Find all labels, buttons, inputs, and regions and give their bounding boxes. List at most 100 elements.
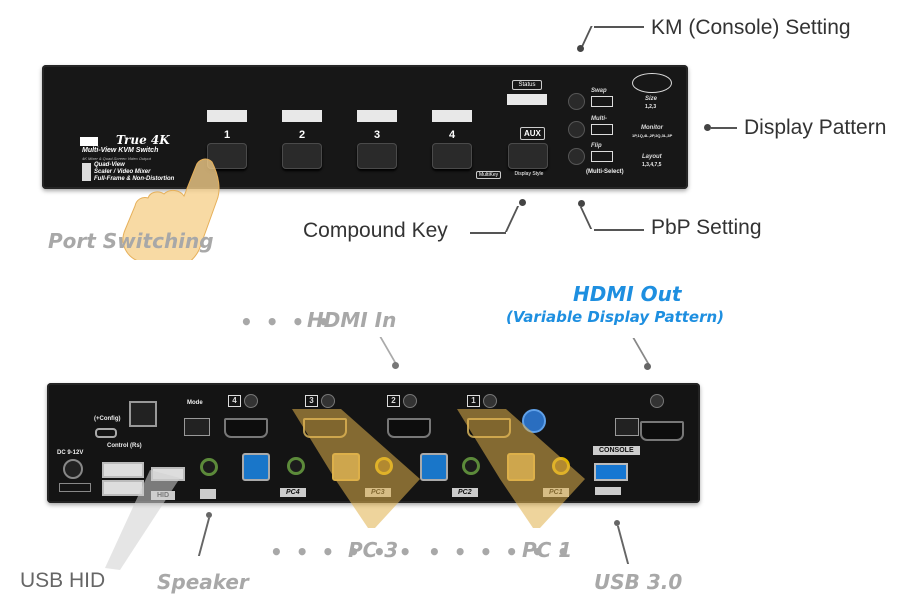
ground-screw-3 xyxy=(321,394,335,408)
pc3-label: PC3 xyxy=(365,488,391,497)
layout-label: Layout xyxy=(642,154,662,160)
pc2-hdmi-in-port[interactable] xyxy=(387,418,431,438)
callout-pc1: PC 1 xyxy=(522,538,573,562)
feature-icon xyxy=(82,163,91,181)
mode-label: Mode xyxy=(187,400,203,406)
callout-usb30: USB 3.0 xyxy=(594,570,683,594)
pc1-audio-jack[interactable] xyxy=(552,457,570,475)
swap-icon xyxy=(591,96,613,107)
pc1-hdmi-in-port[interactable] xyxy=(467,418,511,438)
port-badge-3: 3 xyxy=(305,395,318,407)
monitor-values: 1P,1Q,4L,2P,2Q,3L,3P xyxy=(632,133,673,138)
rotary-selector[interactable] xyxy=(522,409,546,433)
callout-usb-hid: USB HID xyxy=(20,569,106,592)
pc3-audio-jack[interactable] xyxy=(375,457,393,475)
swap-button[interactable] xyxy=(568,93,585,110)
usb-hid-port-bottom[interactable] xyxy=(102,480,144,496)
rs-port[interactable] xyxy=(129,401,157,427)
pbp-diag xyxy=(579,207,592,229)
aux-label: AUX xyxy=(520,127,545,140)
kvm-rear-panel: DC 9-12V (+Config) Control (Rs) HID Mode… xyxy=(47,383,700,503)
multi-select-label: (Multi-Select) xyxy=(586,169,624,175)
ground-screw-4 xyxy=(244,394,258,408)
swap-label: Swap xyxy=(591,88,607,94)
pc3-usb-b-port[interactable] xyxy=(332,453,360,481)
size-label: Size xyxy=(645,96,658,102)
dc-power-jack[interactable] xyxy=(63,459,83,479)
mode-dip-switch[interactable] xyxy=(184,418,210,436)
model-name: Multi-View KVM Switch xyxy=(82,147,159,154)
hdmi-out-line xyxy=(632,338,650,364)
pc3-hdmi-in-port[interactable] xyxy=(303,418,347,438)
usb30-port[interactable] xyxy=(594,463,628,481)
config-label: (+Config) xyxy=(94,416,121,422)
pc2-usb-b-port[interactable] xyxy=(420,453,448,481)
dc-label: DC 9-12V xyxy=(57,450,84,456)
flip-label: Flip xyxy=(591,143,602,149)
hdmi-out-port[interactable] xyxy=(640,421,684,441)
layout-values: 1,3,4,7,5 xyxy=(642,162,662,168)
console-label: CONSOLE xyxy=(593,446,640,455)
port-badge-2: 2 xyxy=(387,395,400,407)
pc4-label: PC4 xyxy=(280,488,306,497)
pc4-hdmi-in-port[interactable] xyxy=(224,418,268,438)
speaker-jack[interactable] xyxy=(200,458,218,476)
console-dip-switch[interactable] xyxy=(615,418,639,436)
size-values: 1,2,3 xyxy=(645,104,657,110)
port-2-button[interactable] xyxy=(282,143,322,169)
speaker-line xyxy=(197,518,210,556)
speaker-icon xyxy=(200,489,216,499)
feature-quad-view: Quad-View xyxy=(94,162,125,168)
callout-compound-key: Compound Key xyxy=(303,219,448,242)
port-4-button[interactable] xyxy=(432,143,472,169)
pc1-label: PC1 xyxy=(543,488,569,497)
port-badge-4: 4 xyxy=(228,395,241,407)
callout-hdmi-out: HDMI Out xyxy=(573,282,682,306)
callout-pbp-setting: PbP Setting xyxy=(651,216,762,239)
hdmi-in-dots: • • • • xyxy=(240,310,334,334)
display-style-label: Display Style xyxy=(514,171,544,177)
port-3-number: 3 xyxy=(374,129,381,141)
pc1-usb-b-port[interactable] xyxy=(507,453,535,481)
hid-label: HID xyxy=(151,491,176,500)
port-3-button[interactable] xyxy=(357,143,397,169)
multi-button[interactable] xyxy=(568,121,585,138)
feature-full-frame: Full-Frame & Non-Distortion xyxy=(94,176,175,182)
multikey-label: MultiKey xyxy=(476,171,502,179)
multi-label: Multi- xyxy=(591,116,607,122)
display-pattern-dot xyxy=(704,124,711,131)
console-ground-screw xyxy=(650,394,664,408)
usb-port-right[interactable] xyxy=(151,467,185,481)
usb-hid-port-top[interactable] xyxy=(102,462,144,478)
callout-km-console-setting: KM (Console) Setting xyxy=(651,16,851,39)
callout-hdmi-out-subtitle: (Variable Display Pattern) xyxy=(506,308,725,326)
feature-scaler: Scaler / Video Mixer xyxy=(94,169,151,175)
pc1-dots: • • • • • • xyxy=(428,540,573,564)
ground-screw-2 xyxy=(403,394,417,408)
port-2-number: 2 xyxy=(299,129,306,141)
port-1-led xyxy=(207,110,247,122)
flip-icon xyxy=(591,151,613,162)
hdmi-in-line xyxy=(379,337,397,363)
callout-hdmi-in: HDMI In xyxy=(307,308,397,332)
port-2-led xyxy=(282,110,322,122)
pc4-usb-b-port[interactable] xyxy=(242,453,270,481)
status-led xyxy=(507,94,547,105)
km-callout-dot xyxy=(577,45,584,52)
pattern-icon xyxy=(632,73,672,93)
port-4-number: 4 xyxy=(449,129,456,141)
hdmi-in-dot xyxy=(392,362,399,369)
polarity-icon xyxy=(59,483,91,492)
port-1-number: 1 xyxy=(224,129,231,141)
pc3-dots: • • • • • • xyxy=(270,540,415,564)
ground-screw-1 xyxy=(483,394,497,408)
pc4-audio-jack[interactable] xyxy=(287,457,305,475)
pbp-dot xyxy=(578,200,585,207)
port-1-button[interactable] xyxy=(207,143,247,169)
callout-port-switching: Port Switching xyxy=(48,229,214,253)
km-callout-line xyxy=(594,26,644,28)
flip-button[interactable] xyxy=(568,148,585,165)
aux-button[interactable] xyxy=(508,143,548,169)
config-usb-c-port[interactable] xyxy=(95,428,117,438)
pc2-audio-jack[interactable] xyxy=(462,457,480,475)
